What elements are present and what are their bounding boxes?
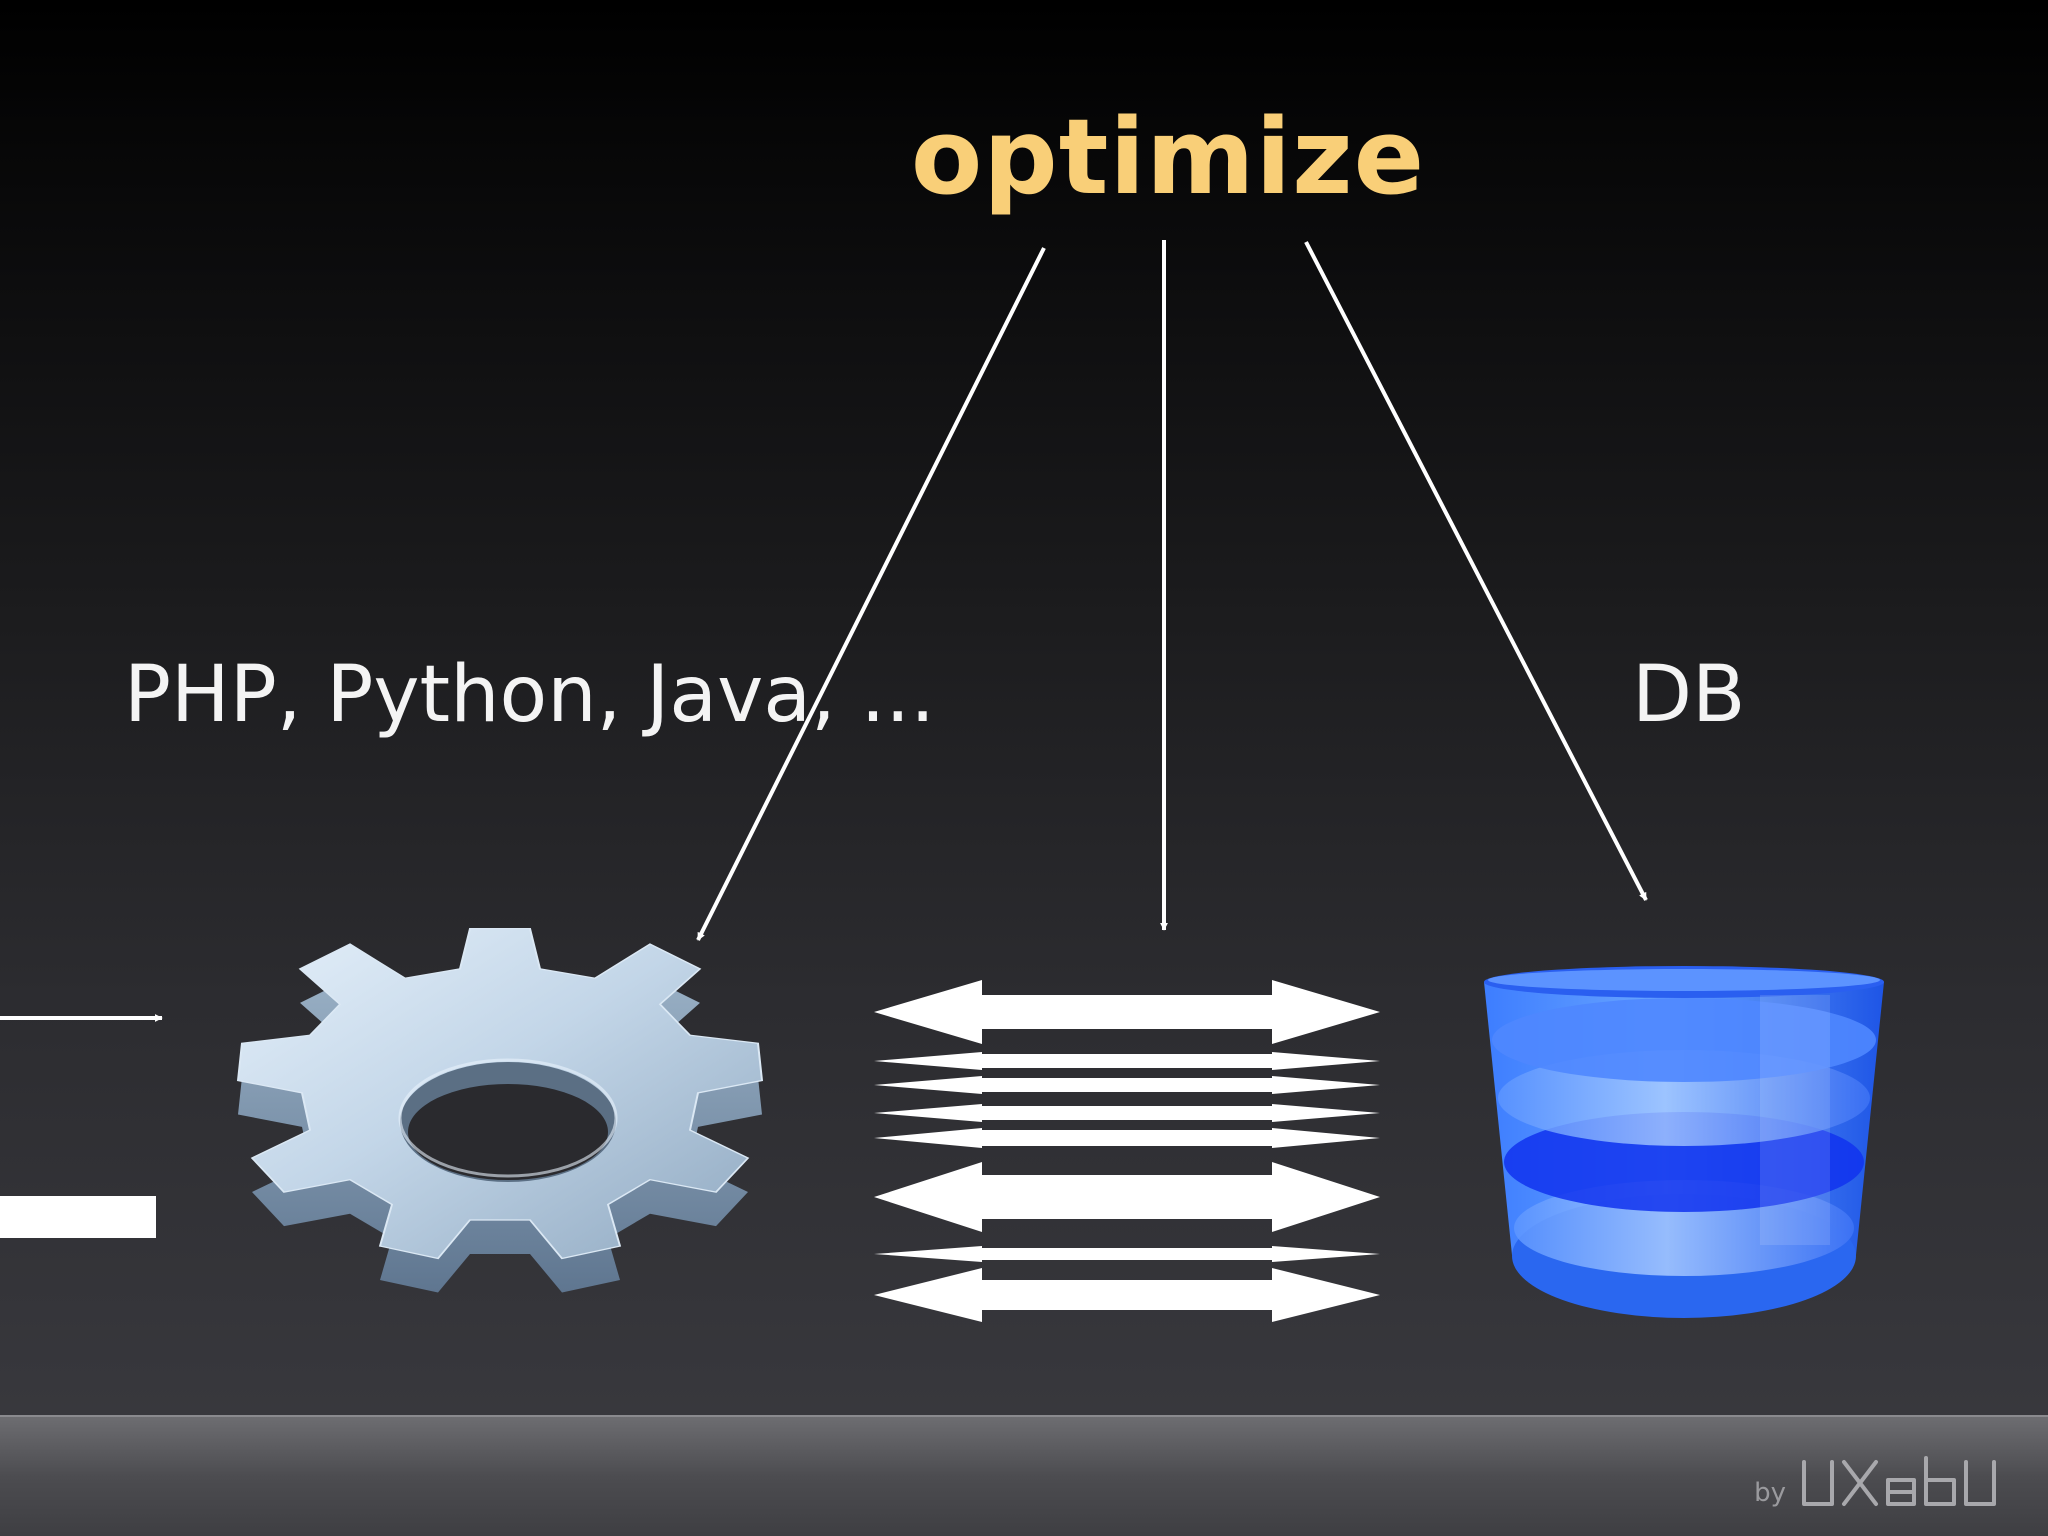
- double-arrow-4: [874, 1104, 1380, 1122]
- brand: by: [1754, 1454, 2010, 1514]
- double-arrow-5: [874, 1128, 1380, 1148]
- double-arrow-1: [874, 980, 1380, 1044]
- optimize-title: optimize: [910, 96, 1426, 218]
- incoming-bar: [0, 1196, 156, 1238]
- arrow-to-app-server: [696, 247, 1046, 941]
- brand-by-text: by: [1754, 1478, 1786, 1508]
- double-arrow-3: [874, 1076, 1380, 1094]
- bidirectional-arrows-icon: [874, 980, 1380, 1322]
- uxebu-logo: [1802, 1456, 1996, 1506]
- double-arrow-6: [874, 1162, 1380, 1232]
- footer-bar: by: [0, 1415, 2048, 1536]
- double-arrow-2: [874, 1052, 1380, 1070]
- double-arrow-7: [874, 1246, 1380, 1262]
- gear-icon: [236, 927, 764, 1293]
- database-label: DB: [1632, 650, 1746, 740]
- arrow-to-database: [1304, 241, 1648, 901]
- languages-label: PHP, Python, Java, ...: [124, 650, 936, 740]
- database-cylinder-icon: [1484, 966, 1884, 1318]
- double-arrow-8: [874, 1268, 1380, 1322]
